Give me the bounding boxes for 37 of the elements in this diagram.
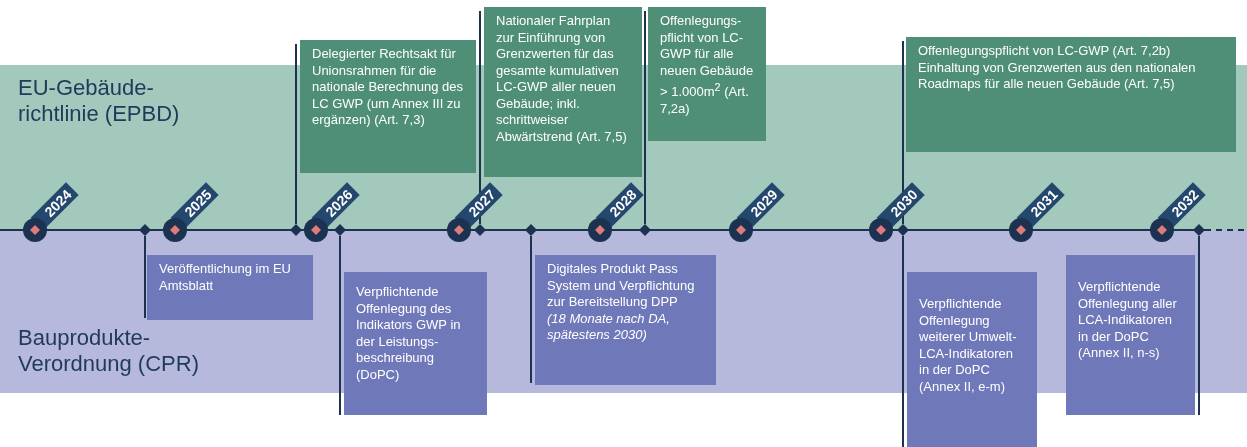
milestone-box xyxy=(300,40,476,173)
leader-line xyxy=(339,235,341,416)
leader-line xyxy=(644,10,646,225)
milestone-diamond xyxy=(1193,224,1205,236)
milestone-text: Verpflichtende Offenlegung aller LCA-Indikatoren in der DoPC (Annex II, n-s) xyxy=(1078,279,1178,362)
milestone-text: Offenlegungs-pflicht von LC-GWP für alle neuen Gebäude > 1.000m$^{2}$ (Art. 7,2a) xyxy=(660,13,754,118)
milestone-text: Veröffentlichung im EU Amtsblatt xyxy=(159,261,292,294)
milestone-text: Digitales Produkt Pass System und Verpflichtung zur Bereitstellung DPP xyxy=(547,261,696,311)
milestone-box xyxy=(147,255,313,320)
milestone-diamond xyxy=(525,224,537,236)
milestone-box xyxy=(484,7,642,177)
leader-line xyxy=(530,235,532,384)
milestone-text: Offenlegungspflicht von LC-GWP (Art. 7,2b) Einhaltung von Grenzwerten aus den nationalen Roadmaps für alle neuen Gebäude (Art. 7,5) xyxy=(918,43,1197,93)
leader-line xyxy=(1198,235,1200,416)
milestone-diamond xyxy=(334,224,346,236)
milestone-diamond xyxy=(139,224,151,236)
leader-line xyxy=(479,10,481,225)
milestone-box xyxy=(907,272,1037,447)
milestone-box xyxy=(648,7,766,141)
leader-line xyxy=(144,235,146,319)
milestone-diamond xyxy=(639,224,651,236)
milestone-text: Delegierter Rechtsakt für Unionsrahmen für die nationale Berechnung des LC GWP (um Annex III zu ergänzen) (Art. 7,3) xyxy=(312,46,464,129)
milestone-diamond xyxy=(897,224,909,236)
milestone-box xyxy=(344,272,487,415)
leader-line xyxy=(902,235,904,447)
milestone-box xyxy=(535,255,716,385)
milestone-text: Verpflichtende Offenlegung weiterer Umwelt-LCA-Indikatoren in der DoPC (Annex II, e-m) xyxy=(919,296,1018,395)
milestone-text: Nationaler Fahrplan zur Einführung von Grenzwerten für das gesamte kumulativen LC-GWP aller neuen Gebäude; inkl. schrittweiser Abwärtstrend (Art. 7,5) xyxy=(496,13,628,145)
milestone-box xyxy=(906,37,1236,152)
milestone-text: (18 Monate nach DA, spätestens 2030) xyxy=(547,310,671,344)
leader-line xyxy=(295,43,297,225)
milestone-box xyxy=(1066,255,1195,415)
milestone-text: Verpflichtende Offenlegung des Indikators GWP in der Leistungs-beschreibung (DoPC) xyxy=(356,284,462,383)
milestone-diamond xyxy=(290,224,302,236)
band-title: EU-Gebäude-richtlinie (EPBD) xyxy=(18,75,181,127)
milestone-diamond xyxy=(474,224,486,236)
band-title: Bauprodukte-Verordnung (CPR) xyxy=(18,325,200,377)
